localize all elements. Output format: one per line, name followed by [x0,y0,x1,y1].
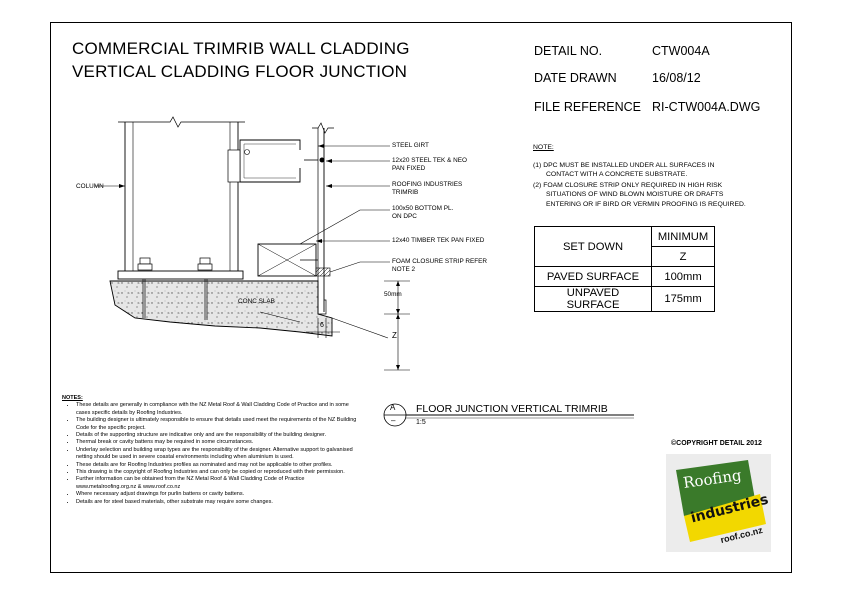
label-steel-girt: STEEL GIRT [392,142,429,149]
setdown-table: SET DOWN MINIMUM Z PAVED SURFACE 100mm U… [534,226,715,312]
right-note-line-4: SITUATIONS OF WIND BLOWN MOISTURE OR DRA… [546,191,724,198]
detail-title: FLOOR JUNCTION VERTICAL TRIMRIB [416,403,608,415]
general-note-6: These details are for Roofing Industries… [76,462,362,469]
label-trimrib-line-2: TRIMRIB [392,189,419,196]
general-note-2: The building designer is ultimately resp… [76,417,362,432]
detail-no-label: DETAIL NO. [534,44,603,58]
general-note-7: This drawing is the copyright of Roofing… [76,469,362,476]
steel-girt [239,139,301,183]
detail-ref-letter: A [390,403,396,412]
detail-no-value: CTW004A [652,44,710,58]
label-column: COLUMN [76,183,104,190]
unpaved-surface-value: 175mm [651,286,715,312]
right-note-line-1: (1) DPC MUST BE INSTALLED UNDER ALL SURF… [533,162,715,169]
file-reference-label: FILE REFERENCE [534,100,641,114]
anchor-bolts [137,257,213,320]
label-trimrib-line-1: ROOFING INDUSTRIES [392,181,463,188]
cladding-break-line [312,122,334,134]
label-timber-tek: 12x40 TIMBER TEK PAN FIXED [392,237,485,244]
date-drawn-value: 16/08/12 [652,71,701,85]
file-reference-value: RI-CTW004A.DWG [652,100,761,114]
leader-lines [95,145,390,323]
label-dim-z: Z [392,331,397,340]
general-notes-heading: NOTES: [62,395,83,401]
paved-surface-value: 100mm [651,266,715,287]
label-foam-line-2: NOTE 2 [392,266,416,273]
cladding-drip [317,299,327,315]
leader-arrows [119,144,332,243]
logo-graphic [666,454,771,552]
copyright-text: ©COPYRIGHT DETAIL 2012 [671,440,762,447]
general-notes: NOTES: These details are generally in co… [62,395,362,506]
column-break-line [118,116,245,128]
label-bottom-pl-line-1: 100x50 BOTTOM PL. [392,205,454,212]
detail-scale: 1:5 [416,419,426,426]
right-note-line-5: ENTERING OR IF BIRD OR VERMIN PROOFING I… [546,201,746,208]
general-note-3: Details of the supporting structure are … [76,432,362,439]
right-note-line-2: CONTACT WITH A CONCRETE SUBSTRATE. [546,171,688,178]
label-tek-line-2: PAN FIXED [392,165,426,172]
right-note-line-3: (2) FOAM CLOSURE STRIP ONLY REQUIRED IN … [533,182,723,189]
detail-ref-dash: – [391,416,396,425]
unpaved-surface-label: UNPAVED SURFACE [534,286,652,312]
label-dim-50mm: 50mm [384,291,402,298]
general-note-9: Where necessary adjust drawings for purl… [76,491,362,498]
general-note-1: These details are generally in complianc… [76,402,362,417]
label-dim-6: 6 [320,322,324,329]
girt-cleat [227,149,241,183]
label-conc-slab: CONC SLAB [238,298,275,305]
general-note-5: Underlay selection and building wrap typ… [76,447,362,462]
label-bottom-pl-line-2: ON DPC [392,213,417,220]
foam-closure-strip [315,267,331,277]
title-line-1: COMMERCIAL TRIMRIB WALL CLADDING [72,39,410,58]
general-note-8: Further information can be obtained from… [76,476,362,491]
paved-surface-label: PAVED SURFACE [534,266,652,287]
minimum-header: MINIMUM [651,226,715,247]
column-base-plate [117,270,244,280]
general-note-10: Details are for steel based materials, o… [76,499,362,506]
label-tek-line-1: 12x20 STEEL TEK & NEO [392,157,467,164]
drawing-sheet-border [50,22,792,573]
right-notes-heading: NOTE: [533,144,554,151]
dimension-lines [306,280,410,371]
label-foam-line-1: FOAM CLOSURE STRIP REFER [392,258,488,265]
ground-line [331,317,389,339]
general-note-4: Thermal break or cavity battens may be r… [76,439,362,446]
date-drawn-label: DATE DRAWN [534,71,617,85]
title-line-2: VERTICAL CLADDING FLOOR JUNCTION [72,62,408,81]
